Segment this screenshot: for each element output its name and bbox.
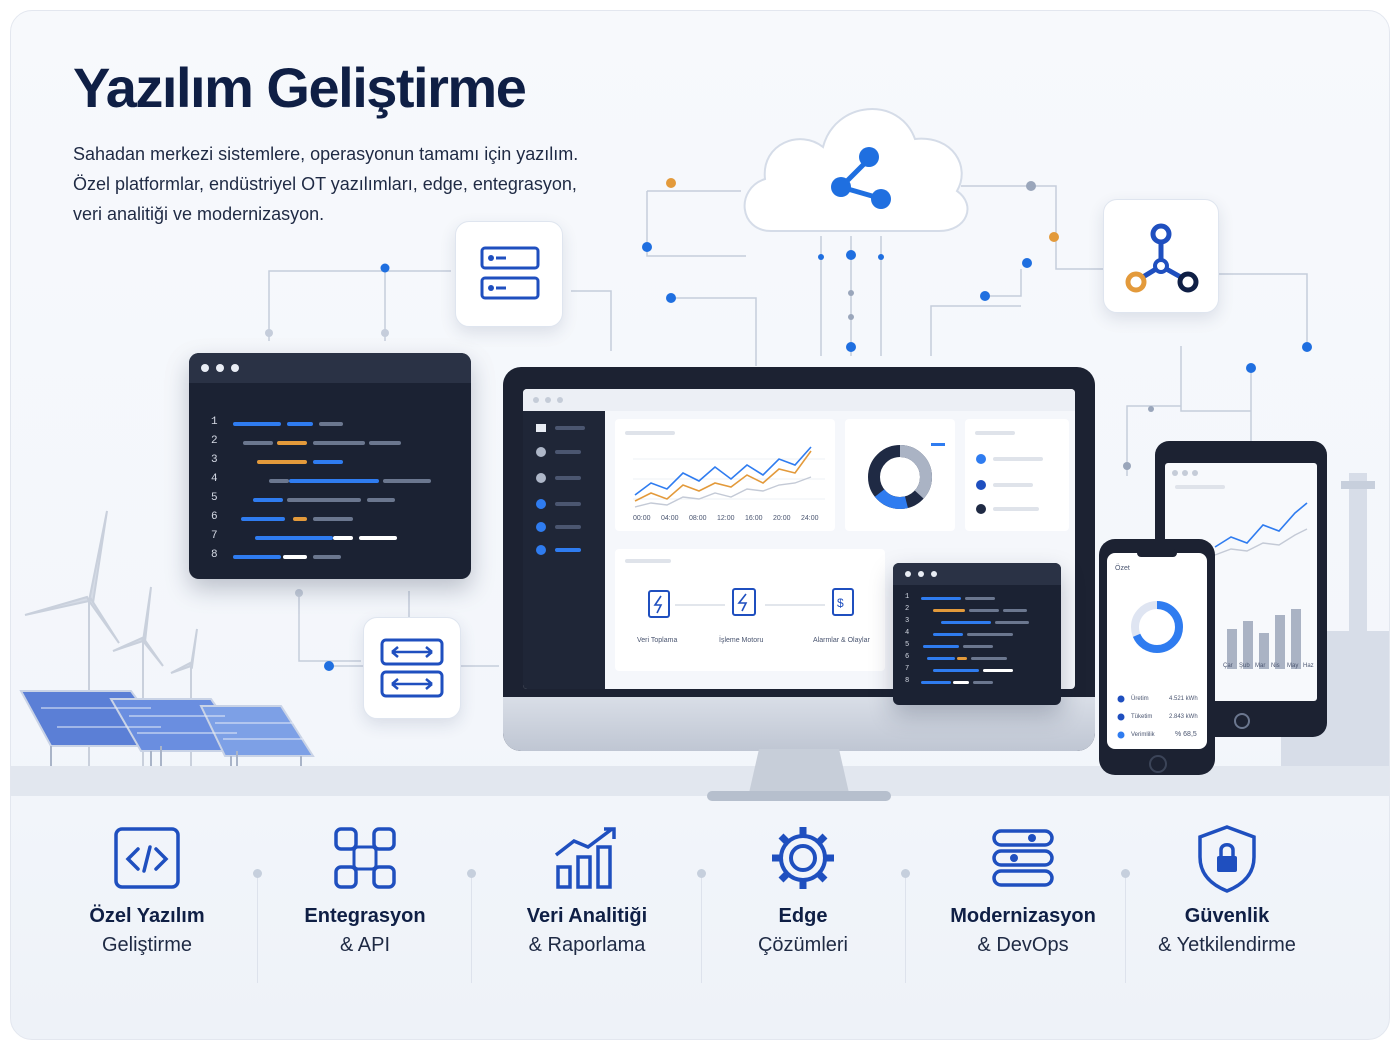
service-title: Modernizasyon (950, 905, 1096, 927)
line-number: 7 (905, 665, 910, 673)
server-tile (455, 221, 563, 327)
chart-tick: 08:00 (689, 515, 707, 522)
integration-icon (334, 827, 396, 889)
line-number: 5 (905, 641, 910, 649)
service-analytics: Veri Analitiği & Raporlama (477, 823, 697, 957)
flow-step-label: Veri Toplama (637, 637, 678, 644)
solar-panels (19, 690, 315, 783)
line-number: 4 (211, 473, 218, 485)
service-edge: Edge Çözümleri (693, 823, 913, 957)
phone-device (1099, 539, 1215, 775)
service-subtitle: & Raporlama (528, 934, 646, 956)
chart-tick: 04:00 (661, 515, 679, 522)
infographic-card: Yazılım Geliştirme Sahadan merkezi siste… (10, 10, 1390, 1040)
monitor-stand (707, 749, 891, 801)
service-custom-software: Özel Yazılım Geliştirme (37, 823, 257, 957)
analytics-icon (554, 827, 616, 889)
phone-title: Özet (1115, 565, 1130, 572)
line-number: 5 (211, 492, 218, 504)
line-number: 4 (905, 629, 910, 637)
line-number: 6 (211, 511, 218, 523)
service-title: Entegrasyon (304, 905, 426, 927)
subtitle-line: veri analitiği ve modernizasyon. (73, 204, 325, 224)
service-subtitle: & DevOps (977, 934, 1069, 956)
line-number: 2 (211, 435, 218, 447)
stat-label: Üretim (1131, 696, 1149, 702)
chart-tick: 24:00 (801, 515, 819, 522)
chart-tick: 16:00 (745, 515, 763, 522)
bar-label: Mar (1255, 663, 1266, 669)
line-number: 1 (905, 593, 910, 601)
service-title: Veri Analitiği (526, 905, 648, 927)
service-title: Güvenlik (1184, 905, 1270, 927)
line-number: 2 (905, 605, 910, 613)
network-tile (1103, 199, 1219, 313)
chart-tick: 12:00 (717, 515, 735, 522)
bar-label: Nis (1271, 663, 1280, 669)
line-number: 8 (211, 549, 218, 561)
share-icon (831, 147, 891, 209)
service-subtitle: Çözümleri (757, 934, 849, 956)
process-flow: $ (625, 559, 854, 618)
page-title: Yazılım Geliştirme (73, 56, 527, 119)
bar-label: Şub (1239, 663, 1250, 669)
service-subtitle: & Yetkilendirme (1158, 934, 1296, 956)
line-number: 1 (211, 416, 218, 428)
subtitle-line: Sahadan merkezi sistemlere, operasyonun … (73, 144, 579, 164)
service-title: Edge (778, 905, 828, 927)
service-security: Güvenlik & Yetkilendirme (1117, 823, 1337, 957)
service-subtitle: Geliştirme (101, 934, 192, 956)
line-chart (625, 431, 825, 508)
stat-value: 4.521 kWh (1169, 696, 1198, 702)
line-number: 6 (905, 653, 910, 661)
service-title: Özel Yazılım (89, 905, 205, 927)
transfer-arrows-icon (380, 638, 444, 698)
svg-text:$: $ (837, 596, 844, 610)
chart-tick: 20:00 (773, 515, 791, 522)
window-titlebar (893, 563, 1061, 585)
subtitle-line: Özel platformlar, endüstriyel OT yazılım… (73, 174, 577, 194)
transfer-tile (363, 617, 461, 719)
line-number: 3 (905, 617, 910, 625)
server-icon (480, 246, 540, 300)
tablet-charts (1172, 470, 1308, 669)
stat-value: % 68,5 (1175, 731, 1197, 738)
service-integration: Entegrasyon & API (255, 823, 475, 957)
phone-donut (1117, 601, 1183, 739)
line-number: 3 (211, 454, 218, 466)
line-number: 8 (905, 677, 910, 685)
shield-lock-icon (1198, 825, 1256, 893)
bar-label: May (1287, 663, 1299, 669)
sliders-icon (992, 829, 1054, 887)
stat-label: Tüketim (1131, 714, 1153, 720)
stat-value: 2.843 kWh (1169, 714, 1198, 720)
network-nodes-icon (1125, 223, 1199, 293)
flow-step-label: Alarmlar & Olaylar (813, 637, 870, 644)
code-icon (114, 827, 180, 889)
stat-label: Verimlilik (1131, 732, 1155, 738)
bar-label: Haz (1303, 663, 1314, 669)
code-editor-window: 1 2 3 4 5 6 7 8 (189, 353, 471, 579)
donut-chart (868, 443, 945, 509)
service-subtitle: & API (339, 934, 391, 956)
subtitle: Sahadan merkezi sistemlere, operasyonun … (73, 139, 633, 229)
service-modernization: Modernizasyon & DevOps (913, 823, 1133, 957)
gear-icon (772, 827, 834, 889)
cloud-icon (743, 108, 969, 232)
bar-label: Çar (1223, 663, 1233, 669)
window-titlebar (189, 353, 471, 383)
mini-code-window: 1 2 3 4 5 6 7 8 (893, 563, 1061, 705)
donut-card (845, 419, 955, 531)
flow-step-label: İşleme Motoru (719, 637, 764, 644)
line-number: 7 (211, 530, 218, 542)
flow-card (615, 549, 885, 671)
chart-tick: 00:00 (633, 515, 651, 522)
